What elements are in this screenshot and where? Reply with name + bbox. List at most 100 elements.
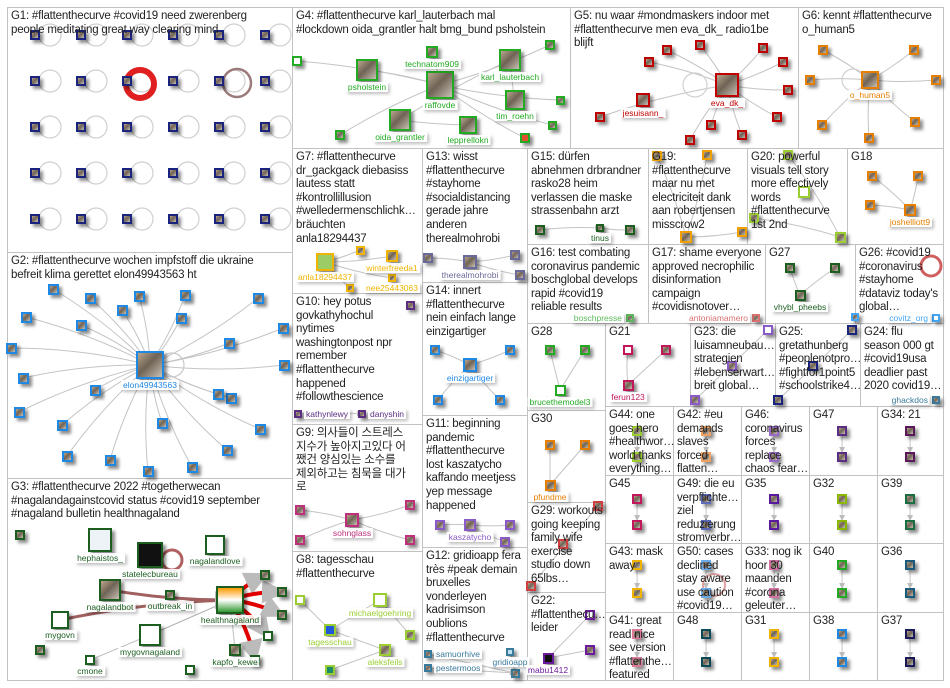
node[interactable] xyxy=(837,452,847,462)
node[interactable] xyxy=(769,560,779,570)
node[interactable] xyxy=(133,290,145,302)
node-lepprellokn[interactable] xyxy=(459,116,477,134)
node[interactable] xyxy=(405,300,415,310)
node[interactable] xyxy=(773,395,783,405)
node-anla[interactable] xyxy=(316,253,334,271)
node[interactable] xyxy=(905,629,915,639)
node[interactable] xyxy=(89,384,101,396)
node-nagalandlove[interactable] xyxy=(205,535,225,555)
node-kaszatycho[interactable] xyxy=(464,519,476,531)
node[interactable] xyxy=(405,630,415,640)
node[interactable] xyxy=(905,560,915,570)
node[interactable] xyxy=(652,151,662,161)
node[interactable] xyxy=(818,45,828,55)
node-mygovnagaland[interactable] xyxy=(139,624,161,646)
node[interactable] xyxy=(867,171,877,181)
node-psholstein[interactable] xyxy=(356,59,378,81)
node[interactable] xyxy=(214,214,224,224)
node[interactable] xyxy=(214,168,224,178)
node-ferun123[interactable] xyxy=(622,379,634,391)
node[interactable] xyxy=(30,214,40,224)
node[interactable] xyxy=(76,214,86,224)
node[interactable] xyxy=(545,345,555,355)
node[interactable] xyxy=(701,629,711,639)
node-mygovn[interactable] xyxy=(51,611,69,629)
node[interactable] xyxy=(260,570,270,580)
node[interactable] xyxy=(122,76,132,86)
node[interactable] xyxy=(500,537,510,547)
node-sohnglass[interactable] xyxy=(345,513,359,527)
node[interactable] xyxy=(783,150,793,160)
node[interactable] xyxy=(526,581,536,591)
node[interactable] xyxy=(595,112,605,122)
node[interactable] xyxy=(644,57,654,67)
node[interactable] xyxy=(769,494,779,504)
node[interactable] xyxy=(701,588,711,598)
node[interactable] xyxy=(5,342,17,354)
node[interactable] xyxy=(547,120,557,130)
node-antoniamamero[interactable] xyxy=(752,314,760,322)
node[interactable] xyxy=(625,225,635,235)
node[interactable] xyxy=(585,610,595,620)
node-tinus[interactable] xyxy=(596,224,604,232)
node[interactable] xyxy=(701,657,711,667)
node-vhybl_pheebs[interactable] xyxy=(794,289,806,301)
node-karl_lauterbach[interactable] xyxy=(499,49,521,71)
node[interactable] xyxy=(17,372,29,384)
node[interactable] xyxy=(769,452,779,462)
node[interactable] xyxy=(252,292,264,304)
node[interactable] xyxy=(510,668,520,678)
node[interactable] xyxy=(30,30,40,40)
node[interactable] xyxy=(225,392,237,404)
node[interactable] xyxy=(905,657,915,667)
node[interactable] xyxy=(168,214,178,224)
node[interactable] xyxy=(778,57,788,67)
node[interactable] xyxy=(30,168,40,178)
node[interactable] xyxy=(295,535,305,545)
node[interactable] xyxy=(834,231,846,243)
node-tim_roehn[interactable] xyxy=(505,90,525,110)
node[interactable] xyxy=(122,214,132,224)
node[interactable] xyxy=(76,122,86,132)
node[interactable] xyxy=(423,253,433,263)
node[interactable] xyxy=(510,250,520,260)
node[interactable] xyxy=(30,76,40,86)
node[interactable] xyxy=(263,631,273,641)
node[interactable] xyxy=(186,461,198,473)
node[interactable] xyxy=(680,231,692,243)
node[interactable] xyxy=(156,417,168,429)
node[interactable] xyxy=(837,657,847,667)
node[interactable] xyxy=(701,494,711,504)
node-technatom909[interactable] xyxy=(426,46,438,58)
node[interactable] xyxy=(772,112,782,122)
node-outbreak[interactable] xyxy=(165,590,175,600)
node[interactable] xyxy=(260,168,270,178)
node[interactable] xyxy=(260,30,270,40)
node[interactable] xyxy=(769,657,779,667)
node-nee25443063[interactable] xyxy=(388,274,396,282)
node-statelecbureau[interactable] xyxy=(137,542,163,568)
node[interactable] xyxy=(214,122,224,132)
node[interactable] xyxy=(661,345,671,355)
node[interactable] xyxy=(905,452,915,462)
node[interactable] xyxy=(593,501,603,511)
node[interactable] xyxy=(905,588,915,598)
node[interactable] xyxy=(13,406,25,418)
node[interactable] xyxy=(254,423,266,435)
node[interactable] xyxy=(706,120,716,130)
node-tagesschau[interactable] xyxy=(324,624,336,636)
node[interactable] xyxy=(520,133,530,143)
node[interactable] xyxy=(623,345,633,355)
node[interactable] xyxy=(260,214,270,224)
node-cmone[interactable] xyxy=(85,655,95,665)
node-brucethemodel3[interactable] xyxy=(554,384,566,396)
node[interactable] xyxy=(913,171,923,181)
node[interactable] xyxy=(864,133,874,143)
node[interactable] xyxy=(346,284,354,292)
node-oida_grantler[interactable] xyxy=(389,109,411,131)
node[interactable] xyxy=(335,130,345,140)
node[interactable] xyxy=(905,426,915,436)
node[interactable] xyxy=(277,322,289,334)
node[interactable] xyxy=(690,395,700,405)
node[interactable] xyxy=(30,122,40,132)
